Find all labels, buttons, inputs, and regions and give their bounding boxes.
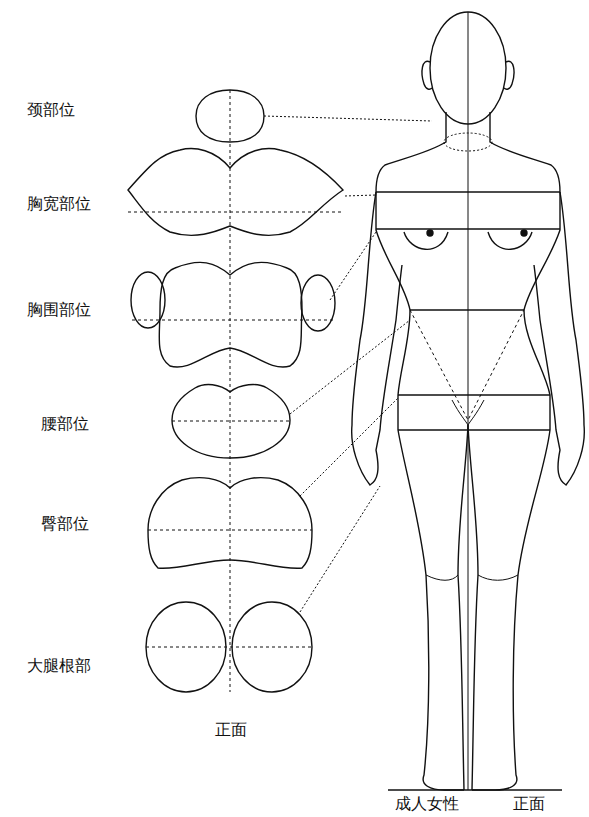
figure-label: 成人女性 xyxy=(394,794,460,813)
part-label: 胸围部位 xyxy=(26,300,92,319)
view-label: 正面 xyxy=(214,720,248,739)
part-label: 腰部位 xyxy=(40,414,90,433)
part-label: 胸宽部位 xyxy=(26,194,92,213)
part-label: 大腿根部 xyxy=(26,656,92,675)
part-label: 颈部位 xyxy=(26,100,76,119)
view-label: 正面 xyxy=(512,794,546,813)
part-label: 臀部位 xyxy=(40,514,90,533)
